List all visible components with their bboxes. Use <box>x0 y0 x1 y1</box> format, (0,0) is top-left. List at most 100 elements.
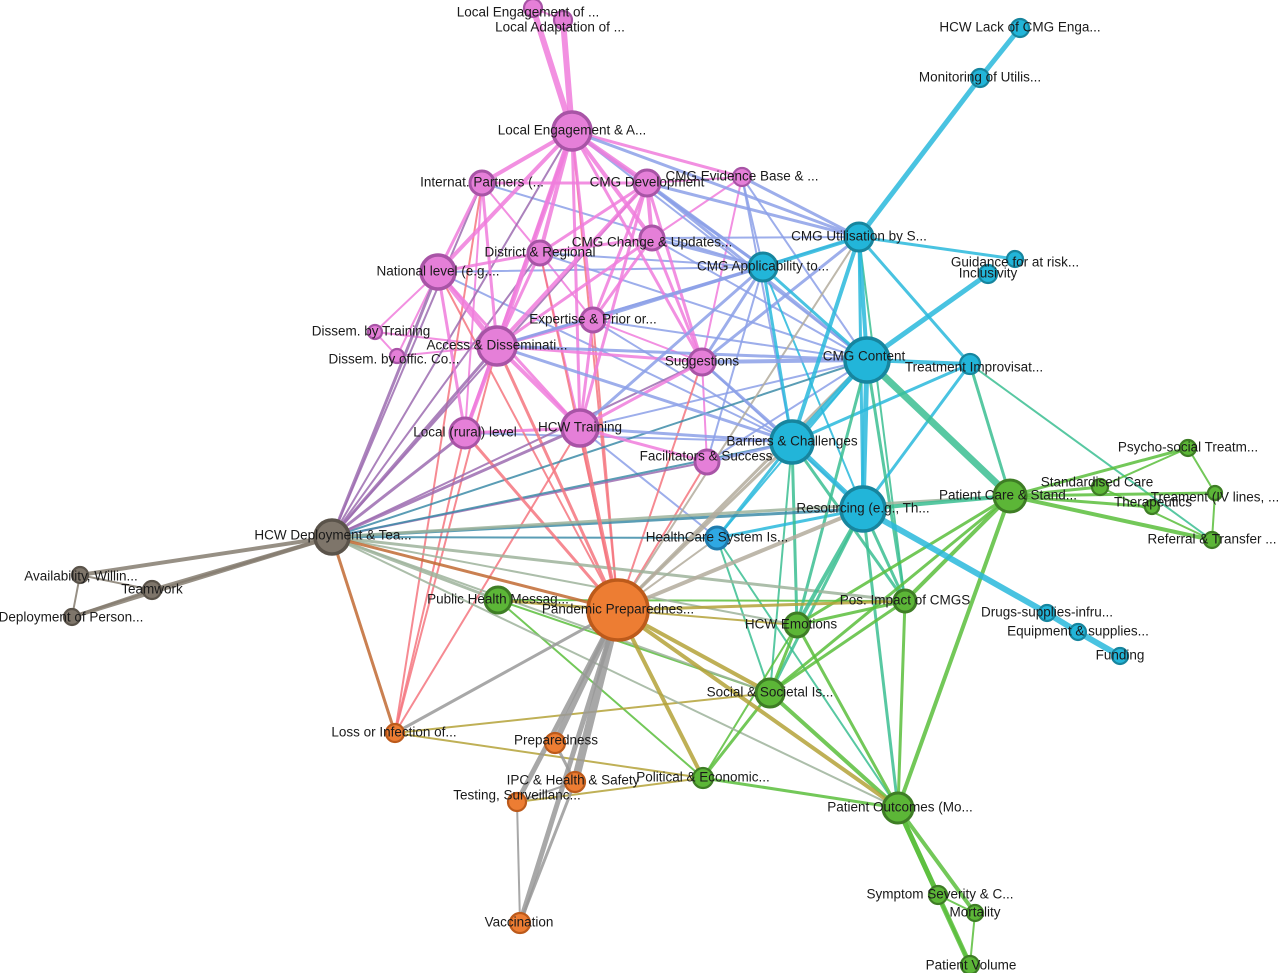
node-g_out[interactable] <box>881 791 915 825</box>
node-c_drug[interactable] <box>1037 603 1057 623</box>
node-p_sug[interactable] <box>687 347 717 377</box>
node-k_team[interactable] <box>141 579 163 601</box>
node-g_pcs[interactable] <box>992 478 1028 514</box>
node-o_test[interactable] <box>506 791 528 813</box>
node-c_util[interactable] <box>843 221 875 253</box>
node-c_cont[interactable] <box>843 336 891 384</box>
node-c_inc[interactable] <box>977 263 999 285</box>
node-o_vac[interactable] <box>508 911 532 935</box>
edge-k_dep-k_depl <box>70 535 334 619</box>
node-c_equip[interactable] <box>1068 622 1088 642</box>
node-p_ip[interactable] <box>468 169 496 197</box>
node-p_dbo[interactable] <box>388 347 406 365</box>
edge-c_res-g_pcs <box>861 494 1012 511</box>
node-g_mort[interactable] <box>965 903 985 923</box>
node-g_pol[interactable] <box>691 766 715 790</box>
edge-c_bar-g_soc <box>769 441 793 694</box>
edge-p_exp-p_sug <box>592 319 703 363</box>
edge-c_cont-g_pcs <box>863 356 1014 500</box>
edge-p_chg-p_sug <box>650 236 704 364</box>
edge-g_pos-g_phm <box>497 599 906 602</box>
edge-k_dep-c_cont <box>331 359 868 538</box>
node-p_lrl[interactable] <box>448 416 482 450</box>
edge-o_pan-g_out <box>616 608 900 810</box>
node-g_soc[interactable] <box>754 677 786 709</box>
edge-p_lrl-o_pan <box>463 431 620 612</box>
edge-g_pcs-g_pos <box>903 494 1012 603</box>
edge-p_lea-p_leo <box>530 5 575 134</box>
node-g_ref[interactable] <box>1202 530 1222 550</box>
node-g_pos[interactable] <box>892 588 918 614</box>
node-c_bar[interactable] <box>769 419 815 465</box>
edge-c_imp-g_ref <box>969 363 1213 541</box>
edge-o_test-o_vac <box>516 801 521 924</box>
node-c_imp[interactable] <box>958 352 982 376</box>
node-c_fund[interactable] <box>1110 646 1130 666</box>
node-k_depl[interactable] <box>62 607 82 627</box>
edge-p_evb-c_util <box>740 175 861 239</box>
node-p_hcwt[interactable] <box>560 408 600 448</box>
edge-g_pos-g_emo <box>795 599 907 627</box>
node-c_res[interactable] <box>839 485 887 533</box>
edge-p_dev-p_exp <box>591 181 649 322</box>
node-g_triv[interactable] <box>1206 484 1224 502</box>
edge-o_pan-o_loss <box>393 608 620 735</box>
edge-k_dep-g_phm <box>330 535 500 602</box>
edge-o_loss-g_pol <box>394 732 704 779</box>
node-p_dev[interactable] <box>632 168 662 198</box>
edge-c_res-c_drug <box>860 506 1050 616</box>
node-p_dr[interactable] <box>526 239 554 267</box>
node-g_std[interactable] <box>1090 477 1110 497</box>
edge-k_dep-p_lea <box>331 130 573 538</box>
node-c_guid[interactable] <box>1005 249 1025 269</box>
edge-p_sug-p_hcwt <box>578 360 704 430</box>
node-k_dep[interactable] <box>313 518 351 556</box>
edge-p_ip-o_loss <box>394 182 483 734</box>
node-g_ther[interactable] <box>1143 498 1161 516</box>
edge-g_pcs-g_soc <box>768 494 1012 695</box>
node-g_sym[interactable] <box>927 884 949 906</box>
node-c_app[interactable] <box>747 251 779 283</box>
node-p_acc[interactable] <box>476 325 518 367</box>
edge-g_soc-g_out <box>768 691 900 810</box>
node-p_leo[interactable] <box>522 0 544 19</box>
edge-g_pos-g_soc <box>768 599 907 695</box>
edge-p_lea-p_sug <box>570 129 704 364</box>
edge-k_dep-p_hcwt <box>330 426 582 539</box>
node-g_phm[interactable] <box>483 585 513 615</box>
edge-c_res-c_imp <box>861 362 972 511</box>
edge-k_dep-g_out <box>331 536 899 809</box>
node-p_dbt[interactable] <box>366 323 384 341</box>
edge-p_dev-p_hcwt <box>578 181 649 430</box>
edge-p_nat-c_bar <box>437 271 793 443</box>
edge-c_bar-c_imp <box>790 362 972 444</box>
node-k_avail[interactable] <box>70 565 90 585</box>
node-p_lao[interactable] <box>552 9 574 31</box>
node-p_chg[interactable] <box>638 224 666 252</box>
node-o_ipc[interactable] <box>563 770 587 794</box>
edge-c_util-c_guid <box>857 235 1017 261</box>
node-c_hcs[interactable] <box>704 525 730 551</box>
edge-g_pcs-g_ther <box>1008 494 1154 509</box>
node-p_lea[interactable] <box>551 110 593 152</box>
edge-k_dep-g_pos <box>330 535 907 603</box>
node-o_loss[interactable] <box>384 722 406 744</box>
node-o_prep[interactable] <box>543 731 567 755</box>
node-p_exp[interactable] <box>579 306 607 334</box>
edge-g_soc-g_pol <box>701 691 772 780</box>
node-p_evb[interactable] <box>731 166 753 188</box>
edge-p_lea-c_util <box>570 129 861 239</box>
edge-p_acc-c_cont <box>495 344 869 362</box>
edge-k_dep-p_lrl <box>330 431 467 539</box>
node-p_fac[interactable] <box>693 448 721 476</box>
node-c_mon[interactable] <box>969 67 991 89</box>
node-o_pan[interactable] <box>586 578 650 642</box>
node-c_lack[interactable] <box>1009 17 1031 39</box>
node-p_nat[interactable] <box>419 253 457 291</box>
edge-p_lea-p_acc <box>494 128 575 349</box>
node-g_vol[interactable] <box>959 954 981 973</box>
node-g_psy[interactable] <box>1178 438 1198 458</box>
node-g_emo[interactable] <box>783 611 811 639</box>
